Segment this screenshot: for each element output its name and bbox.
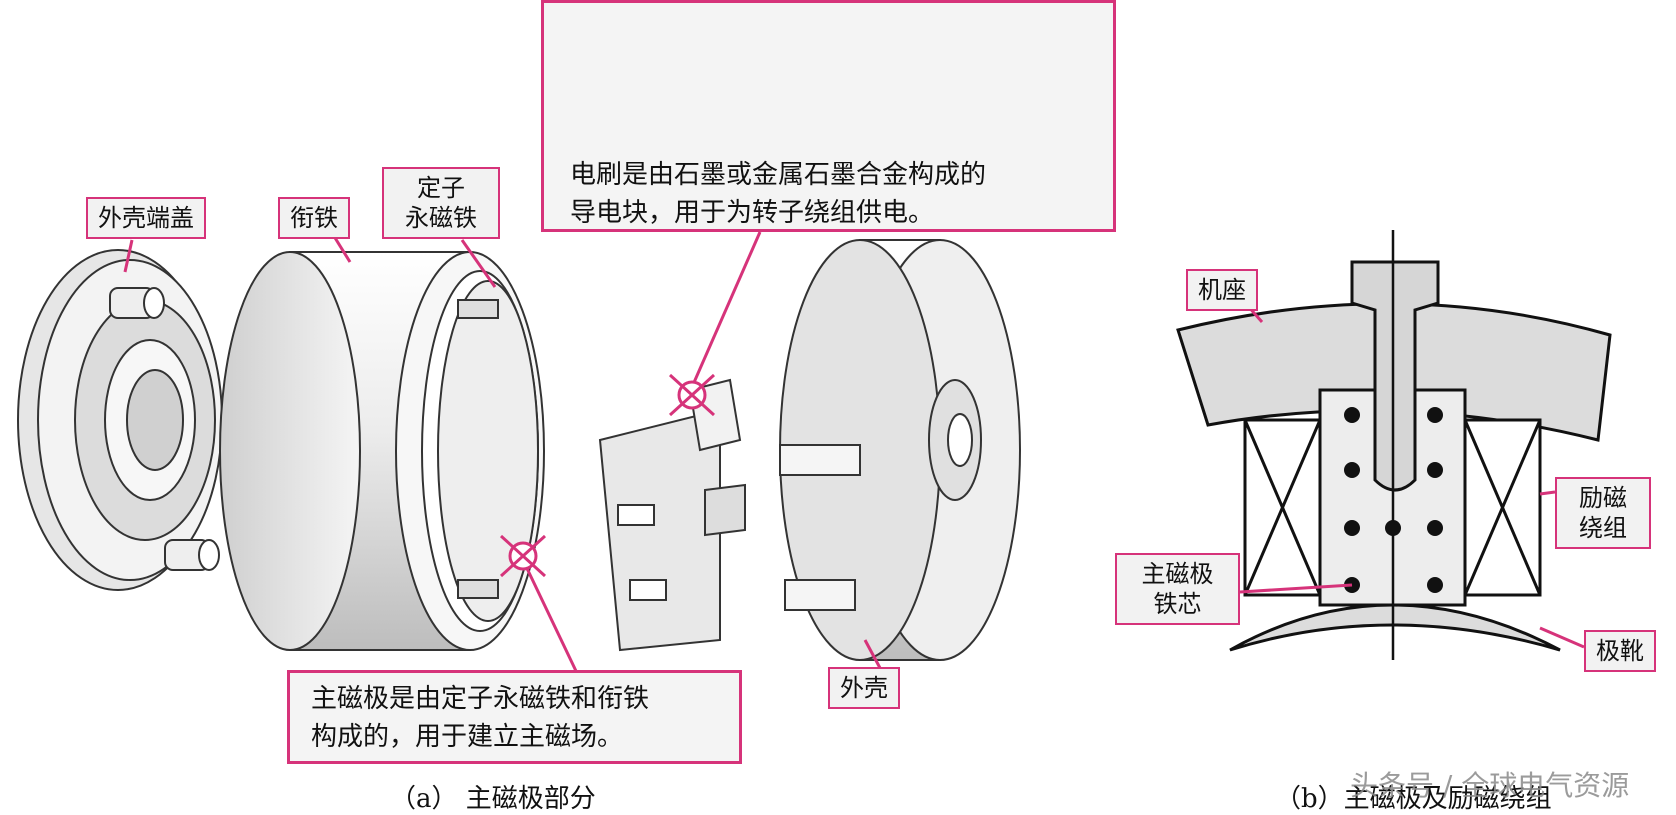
label-stator-line2: 永磁铁 bbox=[405, 204, 477, 232]
label-shell-end-cover: 外壳端盖 bbox=[86, 197, 206, 239]
shell-part bbox=[779, 239, 1021, 661]
label-field-winding-line2: 绕组 bbox=[1579, 514, 1627, 542]
callout-target-markers bbox=[499, 373, 716, 578]
brush-callout: 电刷是由石墨或金属石墨合金构成的 导电块，用于为转子绕组供电。 bbox=[541, 0, 1116, 232]
label-field-winding-line1: 励磁 bbox=[1579, 484, 1627, 512]
caption-a: （a） 主磁极部分 bbox=[390, 784, 596, 814]
brush-holder-part bbox=[598, 378, 746, 652]
label-pole-shoe: 极靴 bbox=[1584, 630, 1656, 672]
main-pole-callout: 主磁极是由定子永磁铁和衔铁 构成的，用于建立主磁场。 bbox=[287, 670, 742, 764]
armature-cylinder-part bbox=[219, 251, 545, 651]
watermark: 头条号 / 全球电气资源 bbox=[1350, 769, 1630, 802]
label-main-pole-core-line2: 铁芯 bbox=[1153, 590, 1202, 618]
label-stator-line1: 定子 bbox=[417, 174, 465, 202]
label-main-pole-core: 主磁极 铁芯 bbox=[1115, 553, 1240, 625]
label-field-winding: 励磁 绕组 bbox=[1555, 477, 1651, 549]
label-armature: 衔铁 bbox=[278, 197, 350, 239]
label-shell: 外壳 bbox=[828, 667, 900, 709]
pole-core-conductors bbox=[1344, 407, 1443, 593]
caption-b: （b）主磁极及励磁绕组 bbox=[1275, 784, 1552, 814]
main-pole-callout-line1: 主磁极是由定子永磁铁和衔铁 bbox=[311, 684, 650, 714]
label-stator-permanent-magnet: 定子 永磁铁 bbox=[382, 167, 500, 239]
brush-callout-line1: 电刷是由石墨或金属石墨合金构成的 bbox=[570, 160, 987, 190]
pole-assembly-diagram bbox=[1176, 230, 1612, 660]
main-pole-callout-line2: 构成的，用于建立主磁场。 bbox=[311, 722, 624, 752]
label-main-pole-core-line1: 主磁极 bbox=[1141, 560, 1214, 588]
brush-callout-line2: 导电块，用于为转子绕组供电。 bbox=[570, 198, 935, 228]
end-cover-part bbox=[17, 249, 223, 591]
label-frame: 机座 bbox=[1186, 269, 1258, 311]
